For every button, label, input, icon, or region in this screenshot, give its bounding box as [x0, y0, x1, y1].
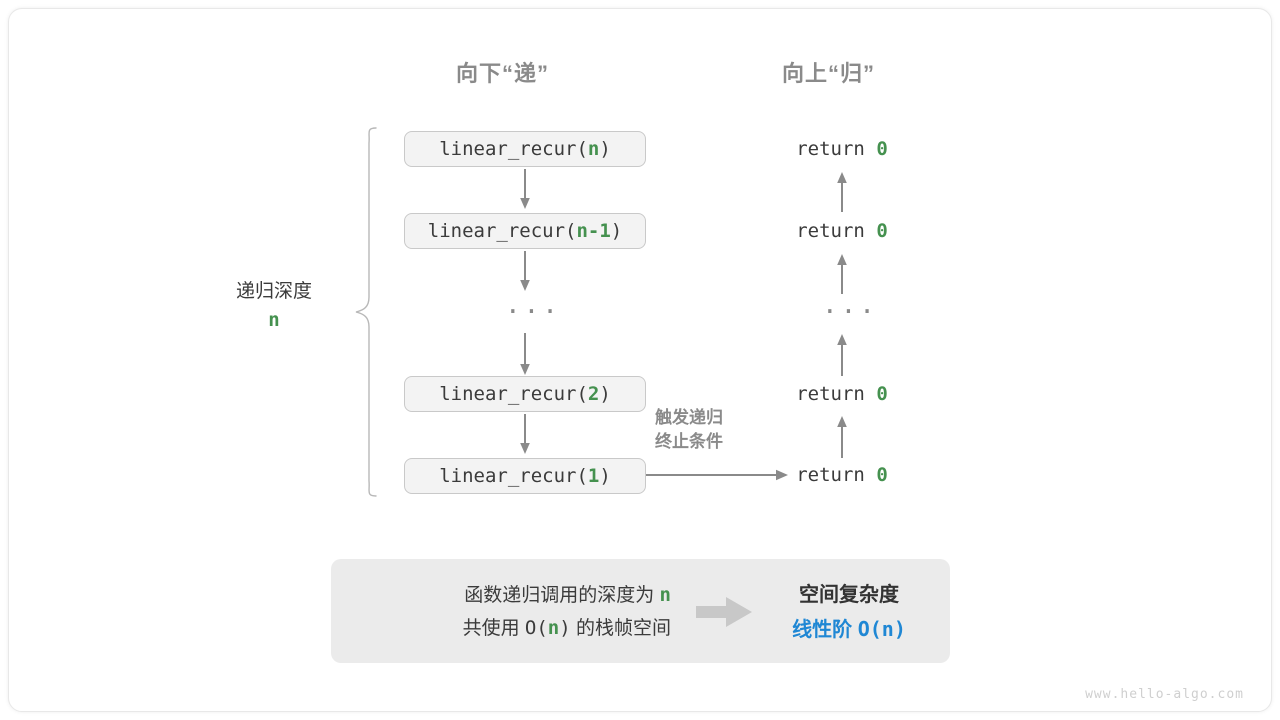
summary-line1-n: n — [659, 584, 671, 606]
return-label-1: return 0 — [752, 220, 932, 242]
summary-line-2: 共使用 O(n) 的栈帧空间 — [331, 612, 671, 645]
summary-line2-n: n — [547, 617, 560, 639]
base-case-to-return-arrow-icon — [646, 469, 788, 481]
call-box-3-arg: 2 — [587, 383, 600, 405]
return-value-4: 0 — [876, 464, 888, 486]
termination-condition-label: 触发递归 终止条件 — [655, 406, 723, 454]
termination-condition-line1: 触发递归 — [655, 408, 723, 427]
return-keyword-1: return — [796, 220, 865, 242]
termination-condition-line2: 终止条件 — [655, 432, 723, 451]
return-label-3: return 0 — [752, 383, 932, 405]
call-stack-ellipsis: ··· — [505, 297, 561, 327]
call-box-1[interactable]: linear_recur(n-1) — [404, 213, 646, 249]
watermark: www.hello-algo.com — [1085, 687, 1244, 702]
summary-panel: 函数递归调用的深度为 n 共使用 O(n) 的栈帧空间 空间复杂度 线性阶 O(… — [331, 559, 950, 663]
conclusion-value-n: n — [881, 617, 894, 641]
down-arrow-2-icon — [520, 333, 530, 375]
down-arrow-1-icon — [520, 251, 530, 291]
summary-description: 函数递归调用的深度为 n 共使用 O(n) 的栈帧空间 — [331, 579, 671, 645]
conclusion-value-label: 线性阶 — [792, 619, 853, 641]
return-ellipsis: ··· — [822, 297, 878, 327]
call-box-3[interactable]: linear_recur(2) — [404, 376, 646, 412]
summary-line2-c: ) — [559, 617, 571, 639]
up-arrow-3-icon — [837, 416, 847, 458]
return-keyword-4: return — [796, 464, 865, 486]
call-box-0[interactable]: linear_recur(n) — [404, 131, 646, 167]
return-keyword-3: return — [796, 383, 865, 405]
summary-conclusion: 空间复杂度 线性阶 O(n) — [749, 578, 949, 647]
call-box-3-prefix: linear_recur( — [439, 383, 588, 405]
recursion-depth-brace — [355, 127, 377, 497]
call-box-0-prefix: linear_recur( — [439, 138, 588, 160]
call-box-3-suffix: ) — [599, 383, 611, 405]
column-header-recurse-down: 向下“递” — [456, 61, 550, 86]
call-box-4-prefix: linear_recur( — [439, 465, 588, 487]
recursion-depth-value: n — [268, 309, 280, 331]
summary-line2-o: O( — [524, 617, 548, 639]
column-header-return-up: 向上“归” — [782, 61, 876, 86]
call-box-1-prefix: linear_recur( — [427, 220, 577, 242]
summary-line2-text-a: 共使用 — [462, 618, 520, 639]
conclusion-value: 线性阶 O(n) — [749, 612, 949, 647]
call-box-4[interactable]: linear_recur(1) — [404, 458, 646, 494]
up-arrow-0-icon — [837, 172, 847, 212]
summary-line1-text: 函数递归调用的深度为 — [464, 585, 655, 606]
return-value-0: 0 — [876, 138, 888, 160]
down-arrow-0-icon — [520, 169, 530, 209]
down-arrow-3-icon — [520, 414, 530, 454]
conclusion-title: 空间复杂度 — [799, 584, 899, 606]
call-box-4-suffix: ) — [599, 465, 611, 487]
summary-line2-text-b: 的栈帧空间 — [575, 618, 671, 639]
call-box-1-suffix: ) — [610, 220, 623, 242]
up-arrow-1-icon — [837, 254, 847, 294]
return-keyword-0: return — [796, 138, 865, 160]
call-box-0-suffix: ) — [599, 138, 611, 160]
recursion-depth-text: 递归深度 — [235, 281, 312, 302]
call-box-1-arg: n-1 — [576, 220, 611, 242]
return-value-3: 0 — [876, 383, 888, 405]
summary-line-1: 函数递归调用的深度为 n — [331, 579, 671, 612]
up-arrow-2-icon — [837, 334, 847, 376]
recursion-depth-label: 递归深度 n — [174, 278, 374, 334]
return-value-1: 0 — [876, 220, 888, 242]
return-label-4: return 0 — [752, 464, 932, 486]
return-label-0: return 0 — [752, 138, 932, 160]
right-block-arrow-icon — [696, 597, 752, 627]
conclusion-value-o: O( — [857, 617, 882, 641]
call-box-4-arg: 1 — [587, 465, 600, 487]
call-box-0-arg: n — [587, 138, 600, 160]
conclusion-value-c: ) — [893, 617, 906, 641]
